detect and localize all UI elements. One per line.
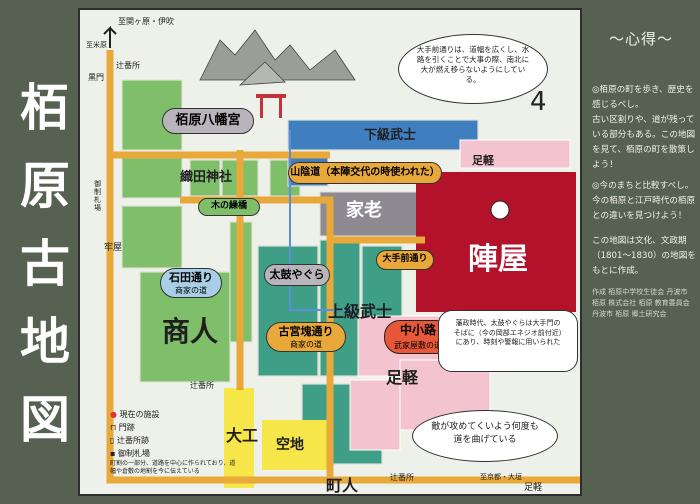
guide-heading: ～心得～ bbox=[608, 30, 673, 48]
ashigaru-2-label: 足軽 bbox=[386, 368, 419, 387]
gate-marker-icon: ⊓ bbox=[110, 423, 117, 432]
vertical-title: 栢 原 古 地 図 bbox=[12, 80, 78, 448]
karou-label: 家老 bbox=[346, 200, 382, 221]
legend-label-kamichiba: 御制札場 bbox=[117, 449, 150, 458]
legend-item-gate: ⊓ 門跡 bbox=[110, 421, 240, 434]
daiku-block bbox=[224, 388, 254, 488]
top-road-label: 至関ヶ原・伊吹 bbox=[118, 17, 174, 26]
sanin-road-label: 山陰道（本陣交代の時使われた） bbox=[288, 162, 442, 184]
kojo-pill: 古宮塊通り 商家の道 bbox=[266, 322, 346, 352]
title-char-4: 地 bbox=[20, 312, 70, 371]
historic-map: 4 至関ヶ原・伊吹 至米原 至京都・大垣 黒門 辻番所 牢屋 辻番所 辻番所 栢… bbox=[78, 8, 582, 496]
legend-note: 町割の一部分、道路を中心に作られており、道幅や倉敷の地割を今に伝えている bbox=[110, 460, 236, 475]
nakakoji-sub-label: 武家屋敷の道 bbox=[394, 341, 442, 350]
akichi-block bbox=[262, 420, 332, 470]
lower-samurai-label: 下級武士 bbox=[364, 128, 417, 143]
guide-point-3: ◎今のまちと比較すべし。 bbox=[592, 181, 694, 191]
legend-label-facility: 現在の施設 bbox=[119, 410, 160, 419]
ashigaru-1-label: 足軽 bbox=[472, 154, 494, 167]
crest-icon bbox=[490, 200, 510, 220]
kuromon-label: 黒門 bbox=[88, 73, 104, 82]
mountain-illustration bbox=[199, 29, 356, 86]
map-legend: ● 現在の施設 ⊓ 門跡 ▯ 辻番所跡 ▪ 御制札場 町割の一部分、道路を中心に… bbox=[110, 408, 240, 476]
bubble-taiko: 藩政時代、太鼓やぐらは大手門のそばに（今の岡部エネジオ前付近）にあり、時刻や警報… bbox=[438, 310, 578, 372]
guide-sidebar: ～心得～ ◎栢原の町を歩き、歴史を感じるべし。 古い区割りや、道が残っている部分… bbox=[586, 8, 696, 496]
legend-item-kamichiba: ▪ 御制札場 bbox=[110, 447, 240, 460]
guide-point-5: この地図は文化、文政期（1801～1830）の地図をもとに作成。 bbox=[592, 236, 696, 276]
tsujiban-marker-icon: ▯ bbox=[110, 436, 115, 445]
torii-icon bbox=[256, 94, 286, 118]
title-char-3: 古 bbox=[20, 234, 70, 293]
top-left-road-label: 至米原 bbox=[86, 41, 107, 49]
shonin-label: 商人 bbox=[162, 315, 219, 348]
legend-label-gate: 門跡 bbox=[118, 423, 135, 432]
temple-label: 織田神社 bbox=[180, 170, 233, 185]
otemae-label: 大手前通り bbox=[376, 250, 434, 270]
chonin-label: 町人 bbox=[326, 476, 359, 495]
akichi-label: 空地 bbox=[276, 437, 304, 453]
title-char-5: 図 bbox=[20, 390, 70, 449]
ashigaru-3-label: 足軽 bbox=[524, 483, 543, 493]
guide-point-1: ◎栢原の町を歩き、歴史を感じるべし。 bbox=[592, 85, 694, 110]
karou-block bbox=[319, 191, 421, 237]
ishida-label: 石田通り bbox=[169, 271, 213, 284]
kamichiba-label: 御制札場 bbox=[94, 180, 101, 212]
guide-point-4: 今の栢原と江戸時代の栢原との違いを見つけよう！ bbox=[592, 196, 696, 221]
daiku-label: 大工 bbox=[226, 426, 259, 445]
scale-number: 4 bbox=[530, 87, 547, 117]
tsujiban-2-label: 辻番所 bbox=[190, 381, 214, 390]
bottom-right-road-label: 至京都・大垣 bbox=[480, 473, 522, 481]
legend-item-tsujiban: ▯ 辻番所跡 bbox=[110, 434, 240, 447]
north-road-arrow bbox=[103, 25, 117, 48]
kamichiba-marker-icon: ▪ bbox=[110, 449, 116, 458]
ishida-pill: 石田通り 商家の道 bbox=[160, 268, 222, 298]
title-char-1: 栢 bbox=[20, 78, 70, 137]
kojo-sub-label: 商家の道 bbox=[290, 340, 322, 349]
goya-label: 牢屋 bbox=[104, 243, 123, 253]
taiko-label: 太鼓やぐら bbox=[264, 264, 330, 286]
guide-point-2: 古い区割りや、道が残っている部分もある。この地図を見て、栢原の町を散策しよう！ bbox=[592, 115, 696, 170]
ishida-sub-label: 商家の道 bbox=[175, 286, 207, 295]
shrine-label: 栢原八幡宮 bbox=[162, 108, 254, 134]
kojo-label: 古宮塊通り bbox=[278, 325, 334, 338]
bubble-otemae: 大手前通りは、道幅を広くし、水路を引くことで大事の際、南北に大が燃え移らないよう… bbox=[398, 34, 548, 104]
water-channel bbox=[289, 130, 355, 311]
jinya-label: 陣屋 bbox=[468, 242, 528, 277]
jinya-block bbox=[416, 172, 576, 312]
legend-dot-icon: ● bbox=[110, 410, 117, 419]
tsujiban-3-label: 辻番所 bbox=[390, 473, 414, 482]
jokyu-label: 上級武士 bbox=[328, 302, 393, 321]
gate-label: 木の繰橋 bbox=[198, 198, 260, 216]
nakakoji-label: 中小路 bbox=[399, 323, 436, 337]
tsujiban-label: 辻番所 bbox=[116, 61, 140, 70]
guide-credits: 作成 栢原中学校生徒会 丹波市 栢原 株式会社 栢原 教育委員会 丹波市 栢原 … bbox=[592, 288, 690, 318]
legend-item-facility: ● 現在の施設 bbox=[110, 408, 240, 421]
bubble-roads: 敵が攻めてくいよう何度も道を曲げている bbox=[412, 410, 558, 462]
title-char-2: 原 bbox=[20, 156, 70, 215]
legend-label-tsujiban: 辻番所跡 bbox=[116, 436, 149, 445]
